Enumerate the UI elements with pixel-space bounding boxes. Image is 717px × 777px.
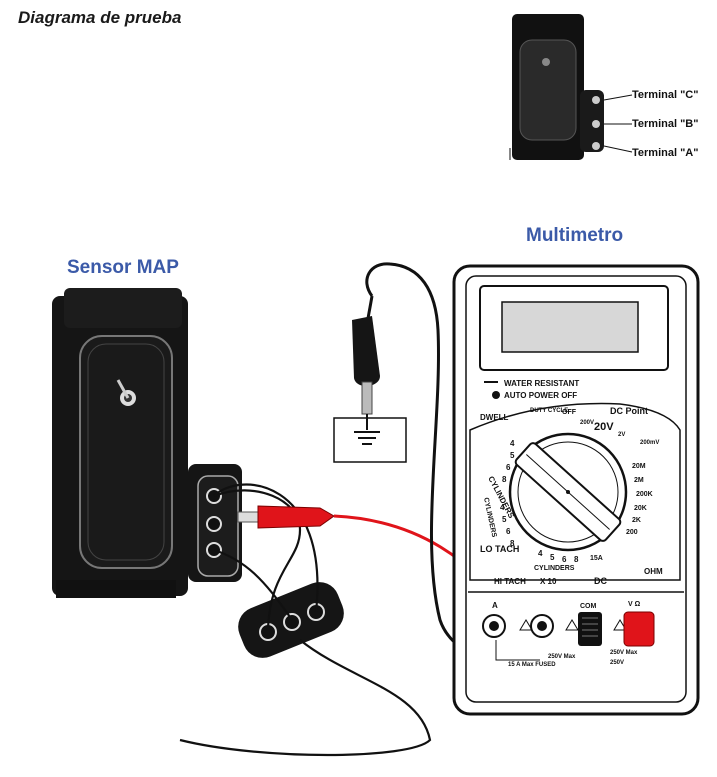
ground-symbol — [333, 414, 407, 463]
cyl-bottom-8: 8 — [574, 555, 579, 564]
cyl-bottom-6: 6 — [562, 555, 567, 564]
fused-label: 15 A Max FUSED — [508, 662, 556, 668]
multimeter-label: Multimetro — [526, 225, 624, 246]
v-plug — [623, 611, 655, 647]
v250-label: 250V — [610, 660, 624, 666]
jack-a-label: A — [492, 601, 498, 610]
cyl-left-6: 6 — [506, 527, 511, 536]
mv200-label: 200mV — [640, 440, 659, 446]
hi-tach-label: HI TACH — [494, 577, 526, 586]
cyl-bottom-4: 4 — [538, 549, 543, 558]
sensor-map-label: Sensor MAP — [67, 257, 179, 278]
cyl-top-8: 8 — [502, 475, 507, 484]
lo-tach-label: LO TACH — [480, 544, 519, 554]
v2-label: 2V — [618, 432, 625, 438]
max-250-right: 250V Max — [610, 650, 638, 656]
jumper-wires — [179, 483, 432, 757]
dc-amp-label: DC — [594, 576, 607, 586]
com-plug — [578, 612, 602, 646]
water-resistant-text: WATER RESISTANT — [504, 379, 579, 388]
cyl-top-5: 5 — [510, 451, 515, 460]
off-label: OFF — [562, 409, 577, 416]
cyl-bottom-5: 5 — [550, 553, 555, 562]
sensor-thumbnail — [509, 14, 633, 160]
r2k-label: 2K — [632, 517, 641, 524]
dc-point-label: DC Point — [610, 406, 648, 416]
r200-label: 200 — [626, 529, 638, 536]
auto-power-off-text: AUTO POWER OFF — [504, 391, 577, 400]
ohm-label: OHM — [644, 567, 663, 576]
r2m-label: 2M — [634, 477, 644, 484]
dwell-label: DWELL — [480, 413, 509, 422]
x10-label: X 10 — [540, 577, 557, 586]
terminal-a-label: Terminal "A" — [632, 147, 699, 159]
cyl-left-4: 4 — [500, 503, 505, 512]
multimeter: WATER RESISTANT AUTO POWER OFF DWELL DUT… — [452, 264, 700, 716]
cyl-left-5: 5 — [502, 515, 507, 524]
cyl-top-6: 6 — [506, 463, 511, 472]
terminal-c-label: Terminal "C" — [632, 89, 699, 101]
v200-label: 200V — [580, 420, 594, 426]
cylinders-bottom-label: CYLINDERS — [534, 565, 575, 572]
map-sensor — [52, 288, 242, 598]
r20m-label: 20M — [632, 463, 646, 470]
15a-label: 15A — [590, 555, 603, 562]
cyl-left-8: 8 — [510, 539, 515, 548]
cyl-top-4: 4 — [510, 439, 515, 448]
max-250-left: 250V Max — [548, 654, 576, 660]
v20-label: 20V — [594, 421, 614, 433]
pin-b — [206, 516, 222, 532]
jack-com-label: COM — [580, 603, 597, 610]
r200k-label: 200K — [636, 491, 653, 498]
duty-cycle-label: DUTY CYCLE — [530, 408, 568, 414]
terminal-b-label: Terminal "B" — [632, 118, 699, 130]
r20k-label: 20K — [634, 505, 647, 512]
jack-vohm-label: V Ω — [628, 601, 641, 608]
page-title: Diagrama de prueba — [18, 8, 182, 27]
